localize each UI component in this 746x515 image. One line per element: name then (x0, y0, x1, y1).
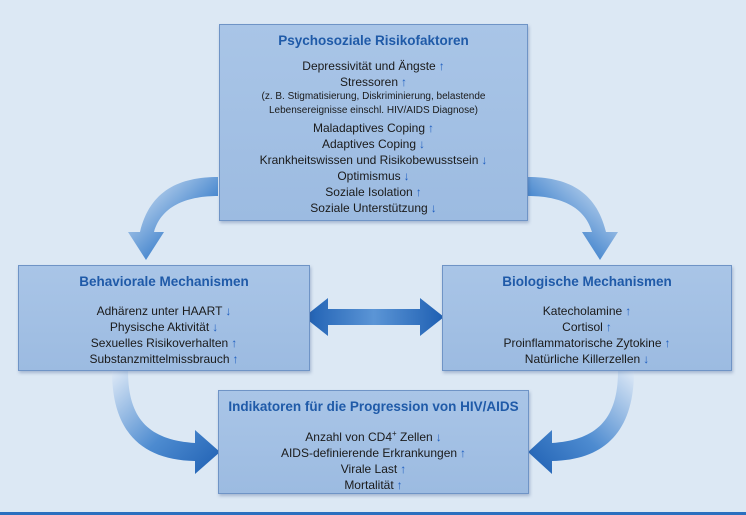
arrow-indicator-icon: ↓ (419, 137, 426, 151)
behavioral-item-text: Physische Aktivität (109, 320, 210, 334)
psychosocial-risk-factors-box: Psychosoziale Risikofaktoren Depressivit… (219, 24, 528, 221)
psych-item-text: Depressivität und Ängste (302, 59, 436, 73)
behavioral-title: Behaviorale Mechanismen (79, 274, 249, 289)
psych-item: Soziale Isolation↑ (220, 184, 527, 200)
psych-item: Stressoren↑ (220, 74, 527, 90)
indicator-item-text: Virale Last (340, 462, 398, 476)
indicator-item: Anzahl von CD4+ Zellen↓ (219, 426, 528, 445)
biological-item: Proinflammatorische Zytokine↑ (443, 335, 731, 351)
indicator-item: Virale Last↑ (219, 461, 528, 477)
arrow-indicator-icon: ↓ (430, 201, 437, 215)
psych-note-line: Lebensereignisse einschl. HIV/AIDS Diagn… (269, 104, 478, 116)
psych-item-text: Maladaptives Coping (312, 121, 426, 135)
arrow-indicator-icon: ↑ (460, 446, 467, 460)
psych-item: Krankheitswissen und Risikobewusstsein↓ (220, 152, 527, 168)
arrow-indicator-icon: ↑ (231, 336, 238, 350)
indicator-item-text: AIDS-definierende Erkrankungen (280, 446, 458, 460)
psych-item-text: Soziale Isolation (325, 185, 413, 199)
psych-item: Depressivität und Ängste↑ (220, 58, 527, 74)
arrow-indicator-icon: ↑ (401, 75, 408, 89)
biological-item: Katecholamine↑ (443, 303, 731, 319)
arrow-psych-to-behavioral (128, 177, 218, 260)
indicator-item-text: Zellen (396, 430, 433, 444)
biological-item-text: Cortisol (562, 320, 603, 334)
biological-item-text: Proinflammatorische Zytokine (503, 336, 662, 350)
indicators-title: Indikatoren für die Progression von HIV/… (228, 399, 519, 414)
arrow-behavioral-to-indicators (112, 371, 220, 474)
indicator-item-text: Mortalität (344, 478, 394, 492)
biological-item-text: Natürliche Killerzellen (524, 352, 641, 366)
biological-title: Biologische Mechanismen (502, 274, 672, 289)
arrow-indicator-icon: ↑ (605, 320, 612, 334)
progression-indicators-box: Indikatoren für die Progression von HIV/… (218, 390, 529, 494)
psychosocial-title: Psychosoziale Risikofaktoren (278, 33, 469, 48)
cd4-superscript: + (392, 429, 397, 438)
arrow-indicator-icon: ↓ (212, 320, 219, 334)
indicator-item-text: Anzahl von CD4 (305, 430, 392, 444)
arrow-indicator-icon: ↑ (232, 352, 239, 366)
psych-item: Optimismus↓ (220, 168, 527, 184)
psych-note-line: (z. B. Stigmatisierung, Diskriminierung,… (261, 91, 486, 102)
psych-item-text: Soziale Unterstützung (310, 201, 428, 215)
psych-item: Soziale Unterstützung↓ (220, 200, 527, 216)
psych-item-text: Adaptives Coping (321, 137, 417, 151)
arrow-indicator-icon: ↑ (664, 336, 671, 350)
biological-item: Cortisol↑ (443, 319, 731, 335)
behavioral-item: Adhärenz unter HAART↓ (19, 303, 309, 319)
bottom-divider (0, 512, 746, 515)
indicator-item: AIDS-definierende Erkrankungen↑ (219, 445, 528, 461)
arrow-indicator-icon: ↑ (428, 121, 435, 135)
arrow-indicator-icon: ↑ (625, 304, 632, 318)
arrow-indicator-icon: ↓ (481, 153, 488, 167)
behavioral-item-text: Substanzmittelmissbrauch (89, 352, 230, 366)
arrow-indicator-icon: ↓ (403, 169, 410, 183)
arrow-indicator-icon: ↓ (225, 304, 232, 318)
psych-item-text: Optimismus (337, 169, 401, 183)
behavioral-item: Substanzmittelmissbrauch↑ (19, 351, 309, 367)
arrow-indicator-icon: ↑ (400, 462, 407, 476)
behavioral-item: Physische Aktivität↓ (19, 319, 309, 335)
arrow-bidirectional (304, 298, 444, 336)
arrow-psych-to-biological (528, 177, 618, 260)
psych-item: Maladaptives Coping↑ (220, 120, 527, 136)
biological-item: Natürliche Killerzellen↓ (443, 351, 731, 367)
behavioral-mechanisms-box: Behaviorale Mechanismen Adhärenz unter H… (18, 265, 310, 371)
arrow-indicator-icon: ↑ (415, 185, 422, 199)
behavioral-item: Sexuelles Risikoverhalten↑ (19, 335, 309, 351)
behavioral-item-text: Sexuelles Risikoverhalten (90, 336, 229, 350)
indicator-item: Mortalität↑ (219, 477, 528, 493)
arrow-indicator-icon: ↓ (643, 352, 650, 366)
psych-item-text: Krankheitswissen und Risikobewusstsein (259, 153, 479, 167)
biological-item-text: Katecholamine (542, 304, 623, 318)
psych-item: Adaptives Coping↓ (220, 136, 527, 152)
arrow-indicator-icon: ↑ (438, 59, 445, 73)
biological-mechanisms-box: Biologische Mechanismen Katecholamine↑ C… (442, 265, 732, 371)
arrow-indicator-icon: ↑ (396, 478, 403, 492)
psych-item-text: Stressoren (339, 75, 399, 89)
arrow-biological-to-indicators (528, 371, 634, 474)
behavioral-item-text: Adhärenz unter HAART (96, 304, 223, 318)
arrow-indicator-icon: ↓ (435, 430, 442, 444)
